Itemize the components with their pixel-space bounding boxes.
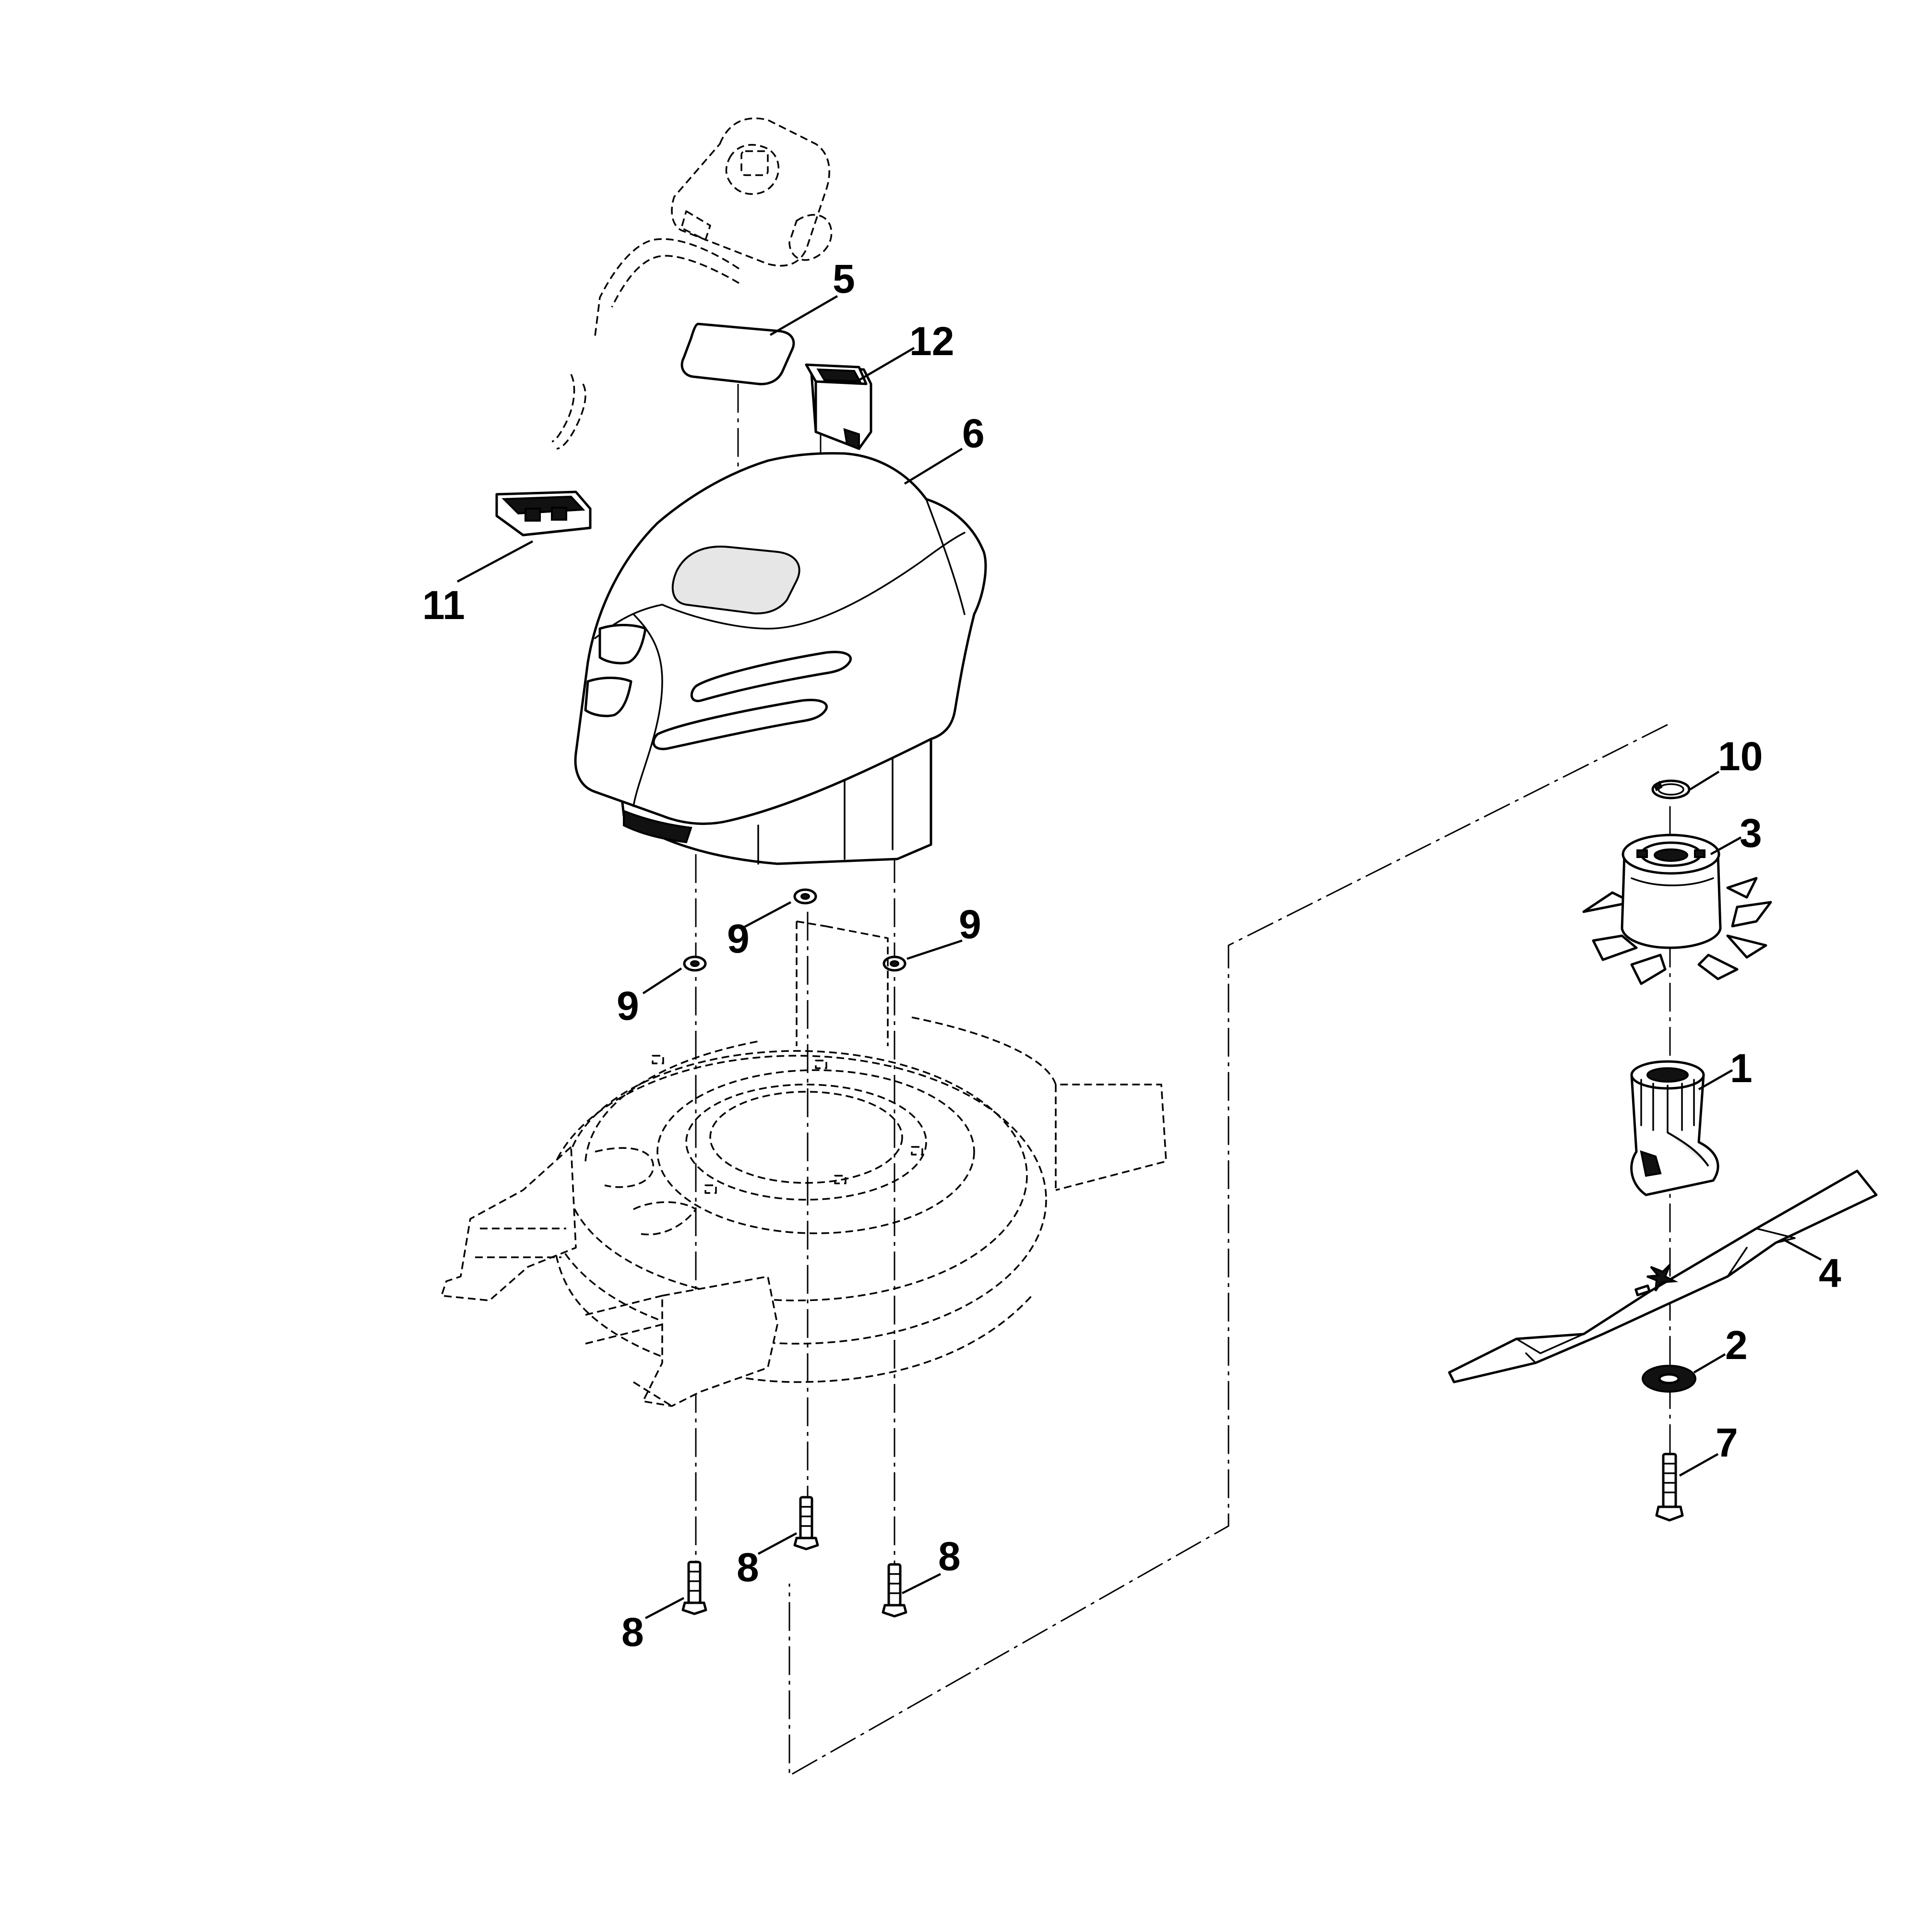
part-12-switch	[805, 363, 872, 450]
mower-deck-ghost	[441, 920, 1167, 1407]
callout-7: 7	[1716, 1420, 1738, 1465]
callout-6: 6	[962, 411, 985, 456]
part-9-washer-top	[793, 888, 817, 905]
part-1-blade-adapter	[1630, 1060, 1719, 1196]
part-10-circlip	[1651, 779, 1691, 799]
callout-11: 11	[422, 583, 465, 628]
part-5-label-plate	[680, 322, 795, 385]
part-8-bolt-left	[681, 1561, 707, 1615]
callout-8-center: 8	[737, 1545, 759, 1590]
callout-4: 4	[1819, 1251, 1841, 1296]
callout-12: 12	[909, 319, 954, 364]
part-4-blade	[1448, 1169, 1878, 1383]
part-8-bolt-right	[882, 1563, 907, 1618]
callout-3: 3	[1740, 811, 1762, 856]
part-11-connector	[495, 490, 592, 537]
callout-9-left: 9	[617, 983, 639, 1028]
part-3-fan	[1582, 834, 1772, 985]
callout-9-top: 9	[727, 916, 750, 961]
callout-9-right: 9	[959, 902, 981, 947]
part-8-bolt-center	[793, 1496, 819, 1550]
callout-8-left: 8	[621, 1610, 644, 1655]
callout-2: 2	[1725, 1323, 1748, 1368]
callout-labels: 5 12 6 11 9 9 9 8 8 8 10 3 1 4 2 7	[422, 256, 1841, 1655]
callout-10: 10	[1718, 734, 1763, 779]
callout-5: 5	[833, 256, 855, 301]
part-6-motor-hood	[574, 452, 987, 865]
part-9-washer-right	[883, 955, 906, 972]
callout-8-right: 8	[938, 1534, 961, 1579]
part-2-washer	[1642, 1365, 1696, 1393]
part-9-washer-left	[683, 955, 707, 972]
leader-lines	[456, 295, 1822, 1619]
part-7-blade-bolt	[1655, 1453, 1684, 1522]
callout-1: 1	[1730, 1046, 1753, 1091]
assembly-axis-lines	[695, 384, 1671, 1777]
motor-unit-ghost	[551, 117, 833, 450]
